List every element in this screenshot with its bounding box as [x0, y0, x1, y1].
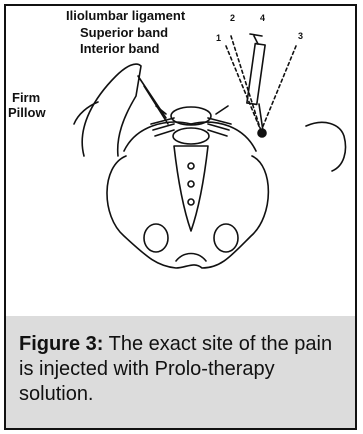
- figure-caption: Figure 3: The exact site of the pain is …: [19, 332, 349, 407]
- position-number-3: 3: [298, 32, 303, 41]
- left-hip-outline: [82, 64, 141, 156]
- label-pillow: Pillow: [8, 106, 46, 119]
- sacrum: [174, 146, 208, 231]
- label-superior-band: Superior band: [80, 26, 168, 39]
- position-number-2: 2: [230, 14, 235, 23]
- label-firm: Firm: [12, 91, 40, 104]
- label-interior-band: Interior band: [80, 42, 159, 55]
- ligament-pointer: [138, 76, 166, 118]
- pelvis-outline: [107, 156, 268, 268]
- position-number-4: 4: [260, 14, 265, 23]
- label-iliolumbar-ligament: Iliolumbar ligament: [66, 9, 185, 22]
- pelvis-illustration: [6, 6, 355, 316]
- lumbar-vertebra: [171, 107, 211, 125]
- syringe-positions: [226, 34, 296, 131]
- injection-site: [258, 129, 266, 137]
- caption-box: Figure 3: The exact site of the pain is …: [6, 316, 355, 428]
- position-number-1: 1: [216, 34, 221, 43]
- figure-label: Figure 3:: [19, 333, 103, 355]
- right-hip-outline: [306, 122, 346, 171]
- figure-frame: Iliolumbar ligament Superior band Interi…: [4, 4, 357, 430]
